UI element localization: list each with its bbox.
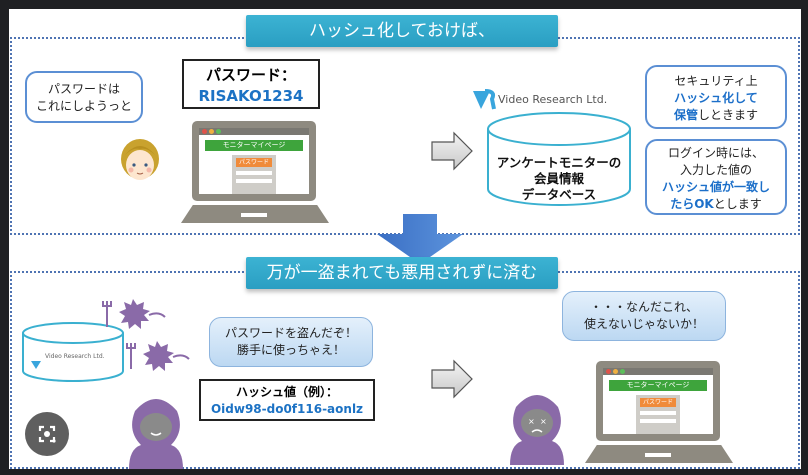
hash-example-box: ハッシュ値（例）： Oidw98-do0f116-aonlz <box>199 379 375 421</box>
top-banner: ハッシュ化しておけば、 <box>246 15 558 47</box>
note-line-highlight: ハッシュ値が一致し <box>661 180 770 194</box>
mypage-header: モニターマイページ <box>609 380 707 391</box>
user-bubble-line: これにしようっと <box>35 99 132 113</box>
bottom-banner: 万が一盗まれても悪用されずに済む <box>246 257 558 289</box>
google-lens-button[interactable] <box>25 412 69 456</box>
note-line: 入力した値の <box>679 163 752 177</box>
fail-speech-bubble: ・・・なんだこれ、 使えないじゃないか！ <box>562 291 726 341</box>
right-arrow-icon <box>431 359 473 399</box>
user-bubble-line: パスワードは <box>47 82 120 96</box>
note-text: とします <box>713 197 762 211</box>
password-field-label: パスワード <box>236 158 272 167</box>
password-value: RISAKO1234 <box>198 87 304 105</box>
fail-bubble-line: 使えないじゃないか！ <box>583 317 704 331</box>
database-label: アンケートモニターの 会員情報 データベース <box>486 155 632 203</box>
security-note-bubble: セキュリティ上 ハッシュ化して 保管しときます <box>645 65 787 129</box>
svg-text:×: × <box>540 417 547 426</box>
password-field-label: パスワード <box>640 398 676 407</box>
note-text: しときます <box>698 108 759 122</box>
girl-avatar-icon <box>121 139 159 180</box>
virus-monster-icon <box>126 341 190 371</box>
svg-text:×: × <box>528 417 535 426</box>
stolen-database-icon <box>22 322 124 382</box>
stolen-db-logo-text: Video Research Ltd. <box>45 353 105 360</box>
diagram-canvas: ハッシュ化しておけば、 パスワードは これにしようっと パスワード： RISAK… <box>9 9 801 469</box>
user-speech-bubble: パスワードは これにしようっと <box>25 71 143 123</box>
hacker-laptop: モニターマイページ パスワード <box>585 361 735 467</box>
right-arrow-icon <box>431 131 473 171</box>
database-label-line: データベース <box>521 187 597 202</box>
down-arrow-icon <box>377 214 463 264</box>
note-highlight: 保管 <box>673 108 698 122</box>
database-label-line: 会員情報 <box>533 171 584 186</box>
hash-value: Oidw98-do0f116-aonlz <box>210 402 364 416</box>
hacker-speech-bubble: パスワードを盗んだぞ！ 勝手に使っちゃえ！ <box>209 317 373 367</box>
note-line: セキュリティ上 <box>674 74 758 88</box>
hacker-bubble-line: 勝手に使っちゃえ！ <box>236 343 345 357</box>
virus-monster-icon <box>102 299 166 329</box>
database-cylinder-icon <box>487 112 631 206</box>
password-label: パスワード： <box>205 66 296 84</box>
hash-label: ハッシュ値（例）： <box>235 385 338 399</box>
user-laptop: モニターマイページ パスワード <box>181 121 331 227</box>
note-line: ログイン時には、 <box>667 146 764 160</box>
laptop-screen: モニターマイページ パスワード <box>603 368 713 434</box>
mypage-header: モニターマイページ <box>205 140 303 151</box>
google-lens-icon <box>38 425 56 443</box>
logo-text: Video Research Ltd. <box>498 93 608 106</box>
note-line-highlight: ハッシュ化して <box>674 91 758 105</box>
hacker-bubble-line: パスワードを盗んだぞ！ <box>224 326 357 340</box>
note-highlight: たらOK <box>670 197 714 211</box>
database-label-line: アンケートモニターの <box>496 155 622 170</box>
login-note-bubble: ログイン時には、 入力した値の ハッシュ値が一致し たらOKとします <box>645 139 787 215</box>
video-research-logo-icon <box>473 89 496 110</box>
hacker-icon <box>129 399 183 469</box>
password-box: パスワード： RISAKO1234 <box>182 59 320 109</box>
defeated-hacker-icon: × × <box>510 395 564 465</box>
laptop-screen: モニターマイページ パスワード <box>199 128 309 194</box>
fail-bubble-line: ・・・なんだこれ、 <box>589 300 699 314</box>
